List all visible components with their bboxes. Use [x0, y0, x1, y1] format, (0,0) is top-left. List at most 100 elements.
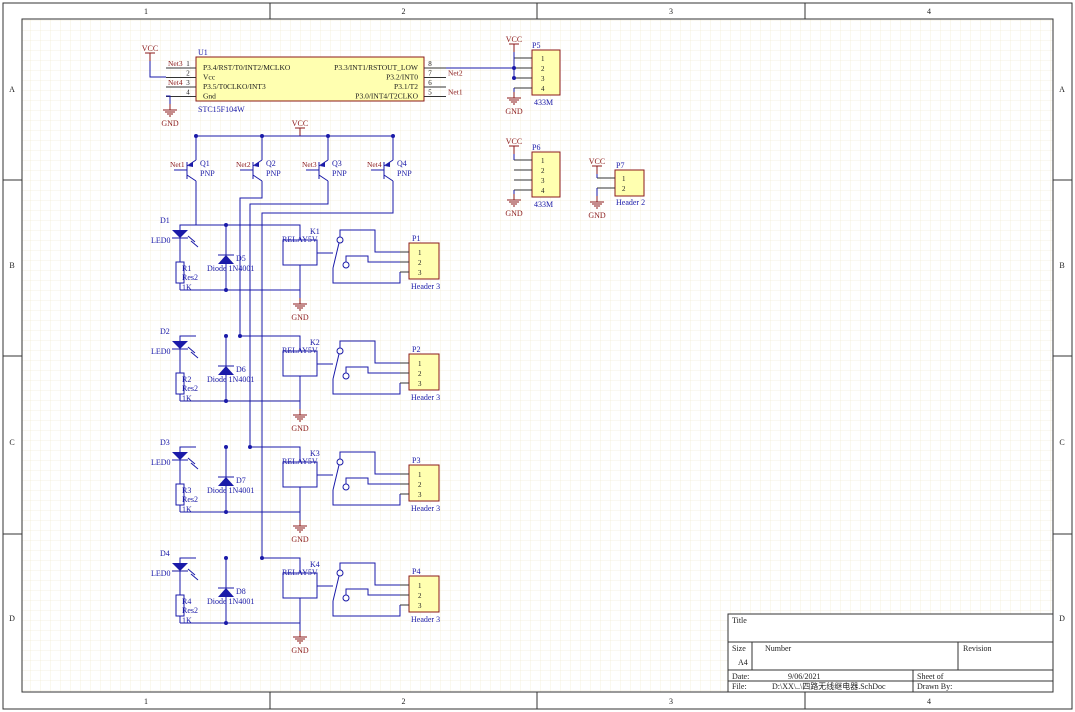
led-type: LED0 — [151, 458, 171, 467]
gnd-label: GND — [291, 424, 309, 433]
resistor-designator: R4 — [182, 597, 191, 606]
column-marker: 4 — [927, 7, 931, 16]
u1-pin-number: 1 — [186, 60, 190, 68]
receiver-pin-number: 3 — [541, 177, 545, 185]
no-wire — [345, 477, 400, 485]
receiver-comment: 433M — [534, 200, 553, 209]
diode-symbol — [218, 477, 234, 486]
nc-wire — [339, 451, 400, 475]
resistor-type: Res2 — [182, 273, 198, 282]
p7-body — [614, 169, 645, 197]
column-marker: 2 — [402, 7, 406, 16]
gnd-label: GND — [291, 535, 309, 544]
resistor-value: 1K — [182, 505, 192, 514]
relay-type: RELAY5V — [282, 235, 318, 244]
led-feed-wire — [179, 557, 196, 563]
receiver-pin-number: 4 — [541, 187, 545, 195]
junction-dot — [512, 76, 516, 80]
relay-armature — [332, 464, 340, 491]
u1-designator: U1 — [198, 48, 208, 57]
row-marker: A — [9, 85, 15, 94]
header-pin-number: 1 — [418, 582, 422, 590]
transistor-designator: Q1 — [200, 159, 210, 168]
collector-lead — [318, 174, 329, 182]
size-value: A4 — [738, 658, 748, 667]
led-light-ray — [187, 235, 196, 243]
emitter-arrow — [254, 162, 259, 167]
gnd-power-port: GND — [505, 92, 523, 116]
resistor-type: Res2 — [182, 384, 198, 393]
gnd-power-port: GND — [291, 409, 309, 433]
no-wire — [345, 366, 400, 374]
emitter-lead — [252, 159, 263, 167]
collector-buses — [195, 181, 394, 573]
junction-dot — [248, 445, 252, 449]
led-type: LED0 — [151, 569, 171, 578]
vcc-wire — [149, 61, 166, 78]
p7-designator: P7 — [616, 161, 624, 170]
resistor-type: Res2 — [182, 495, 198, 504]
receiver-pin-number: 2 — [541, 167, 545, 175]
vcc-power-port: VCC — [142, 44, 158, 61]
junction-dot — [224, 556, 228, 560]
transistor-type: PNP — [397, 169, 412, 178]
led-feed-wire — [179, 224, 196, 230]
header-designator: P4 — [412, 567, 420, 576]
title-label: Title — [732, 616, 747, 625]
junction-dot — [224, 334, 228, 338]
led-light-ray — [187, 568, 196, 576]
resistor-value: 1K — [182, 394, 192, 403]
led-light-ray — [187, 346, 196, 354]
junction-dot — [238, 334, 242, 338]
diode-type: Diode 1N4001 — [207, 375, 254, 384]
nc-wire — [339, 562, 400, 586]
diode-type: Diode 1N4001 — [207, 486, 254, 495]
column-marker: 2 — [402, 697, 406, 706]
header-type: Header 3 — [411, 282, 440, 291]
junction-dot — [224, 223, 228, 227]
receiver-pin-number: 1 — [541, 157, 545, 165]
transistor-net-label: Net1 — [170, 160, 185, 169]
row-marker: C — [1059, 438, 1064, 447]
u1-net-label: Net1 — [448, 88, 463, 97]
receiver-body — [531, 151, 561, 198]
header-pin-number: 3 — [418, 491, 422, 499]
u1-pin-name: Vcc — [203, 73, 216, 82]
u1-pin-number: 5 — [428, 89, 432, 97]
header-body — [408, 464, 440, 502]
led-light-ray — [190, 240, 199, 248]
header-pin-number: 1 — [418, 249, 422, 257]
led-light-ray — [187, 457, 196, 465]
vcc-label: VCC — [292, 119, 308, 128]
u1-pin-name: P3.0/INT4/T2CLKO — [355, 92, 418, 101]
header-pin-number: 2 — [418, 259, 422, 267]
emitter-lead — [186, 159, 197, 167]
q2-collector-bus — [239, 181, 263, 336]
led-light-ray — [190, 351, 199, 359]
relay-designator: K1 — [310, 227, 320, 236]
led-feed-wire — [179, 335, 196, 341]
header-pin-number: 2 — [418, 370, 422, 378]
gnd-power-port: GND — [291, 631, 309, 655]
header-designator: P3 — [412, 456, 420, 465]
resistor-designator: R1 — [182, 264, 191, 273]
emitter-arrow — [188, 162, 193, 167]
u1-pin-name: P3.1/T2 — [394, 82, 418, 91]
led-type: LED0 — [151, 347, 171, 356]
column-marker: 4 — [927, 697, 931, 706]
header-designator: P2 — [412, 345, 420, 354]
u1-comment: STC15F104W — [198, 105, 245, 114]
emitter-lead — [383, 159, 394, 167]
resistor-value: 1K — [182, 283, 192, 292]
p7-pin-number: 1 — [622, 175, 626, 183]
diode-designator: D6 — [236, 365, 246, 374]
sheet-grid — [22, 19, 1053, 692]
file-value: D:\XX\..\四路无线继电器.SchDoc — [772, 681, 886, 691]
